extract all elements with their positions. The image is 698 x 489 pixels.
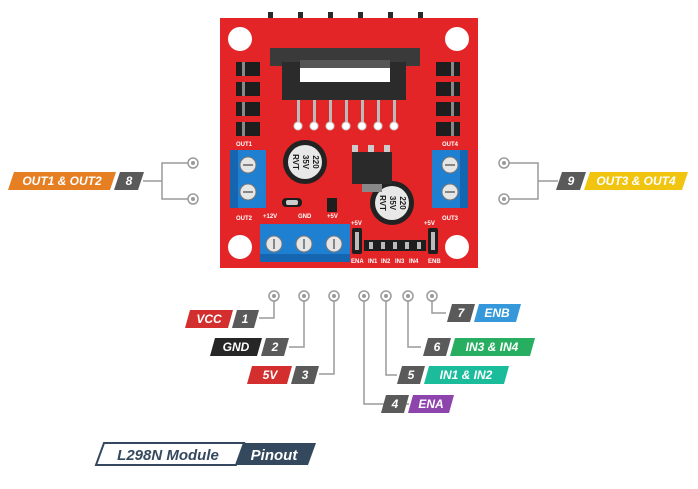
label-box-in3-in4: [450, 338, 535, 356]
label-vcc: VCC: [196, 312, 222, 326]
number-5: 5: [408, 368, 415, 382]
label-ena: ENA: [418, 397, 443, 411]
label-box-enb: [474, 304, 521, 322]
cap-left-voltage: 35V: [301, 155, 310, 170]
l298n-board: OUT1 OUT2 OUT4 OUT3 220 35V RVT 220 35V …: [220, 12, 478, 268]
label-box-5v: [247, 366, 292, 384]
terminal-block-out1-out2: [230, 150, 266, 208]
silk-in3: IN3: [395, 259, 405, 265]
number-box-1: [232, 310, 259, 328]
silk-out1: OUT1: [236, 142, 253, 148]
callout-in1-in2: 5 IN1 & IN2: [397, 366, 509, 384]
label-gnd: GND: [223, 340, 250, 354]
label-box-gnd: [210, 338, 262, 356]
number-2: 2: [271, 340, 279, 354]
cap-left-series: RVT: [291, 154, 300, 170]
label-out1-out2: OUT1 & OUT2: [22, 174, 102, 188]
silk-ena: ENA: [351, 259, 364, 265]
cap-right-value: 220: [398, 196, 407, 210]
silk-enb: ENB: [428, 259, 441, 265]
silk-in4: IN4: [409, 259, 419, 265]
title-pinout: Pinout: [251, 447, 299, 464]
number-6: 6: [434, 340, 441, 354]
silk-out3: OUT3: [442, 216, 459, 222]
silk-in2: IN2: [381, 259, 391, 265]
label-box-vcc: [185, 310, 233, 328]
number-box-7: [447, 304, 475, 322]
l298n-chip: [270, 48, 420, 131]
silk-out4: OUT4: [442, 142, 459, 148]
cap-left-value: 220: [311, 155, 320, 169]
enb-jumper: [428, 228, 438, 254]
number-box-3: [291, 366, 319, 384]
label-enb: ENB: [484, 306, 510, 320]
callout-out1-out2: OUT1 & OUT2 8: [8, 172, 144, 190]
number-box-5: [397, 366, 425, 384]
number-box-6: [423, 338, 451, 356]
number-1: 1: [242, 312, 249, 326]
input-header: [364, 240, 426, 251]
cap-right-voltage: 35V: [388, 196, 397, 211]
number-4: 4: [391, 397, 399, 411]
label-in3-in4: IN3 & IN4: [466, 340, 519, 354]
silk-in1: IN1: [368, 259, 378, 265]
number-box-2: [261, 338, 289, 356]
diodes-right: [436, 62, 460, 136]
number-9: 9: [568, 174, 575, 188]
terminal-block-out3-out4: [432, 150, 468, 208]
silk-5v-ena: +5V: [351, 221, 362, 227]
silk-12v: +12V: [263, 214, 277, 220]
callout-vcc: VCC 1: [185, 310, 259, 328]
number-8: 8: [126, 174, 133, 188]
mounting-holes: [228, 27, 469, 259]
silk-5v: +5V: [327, 214, 338, 220]
label-out3-out4: OUT3 & OUT4: [596, 174, 676, 188]
number-box-9: [556, 172, 586, 190]
ena-jumper: [352, 228, 362, 254]
callout-5v: 5V 3: [247, 366, 319, 384]
label-in1-in2: IN1 & IN2: [440, 368, 493, 382]
silk-5v-enb: +5V: [424, 221, 435, 227]
capacitor-left: 220 35V RVT: [283, 140, 327, 184]
callout-out3-out4: 9 OUT3 & OUT4: [556, 172, 688, 190]
label-box-ena: [408, 395, 454, 413]
callout-gnd: GND 2: [210, 338, 289, 356]
smd-component: [327, 198, 337, 212]
silk-gnd: GND: [298, 214, 312, 220]
cap-right-series: RVT: [378, 195, 387, 211]
number-box-8: [114, 172, 144, 190]
callout-enb: 7 ENB: [447, 304, 521, 322]
diodes-left: [236, 62, 260, 136]
terminal-block-power: [260, 224, 350, 262]
number-3: 3: [302, 368, 309, 382]
label-box-in1-in2: [424, 366, 509, 384]
label-box-out1-out2: [8, 172, 116, 190]
callout-ena: 4 ENA: [381, 395, 454, 413]
label-box-out3-out4: [584, 172, 688, 190]
callout-in3-in4: 6 IN3 & IN4: [423, 338, 535, 356]
number-box-4: [381, 395, 409, 413]
title-banner: L298N Module Pinout: [94, 442, 316, 466]
number-7: 7: [458, 306, 466, 320]
silk-out2: OUT2: [236, 216, 253, 222]
voltage-regulator: [352, 145, 392, 192]
label-5v: 5V: [263, 368, 279, 382]
title-module: L298N Module: [117, 447, 219, 464]
